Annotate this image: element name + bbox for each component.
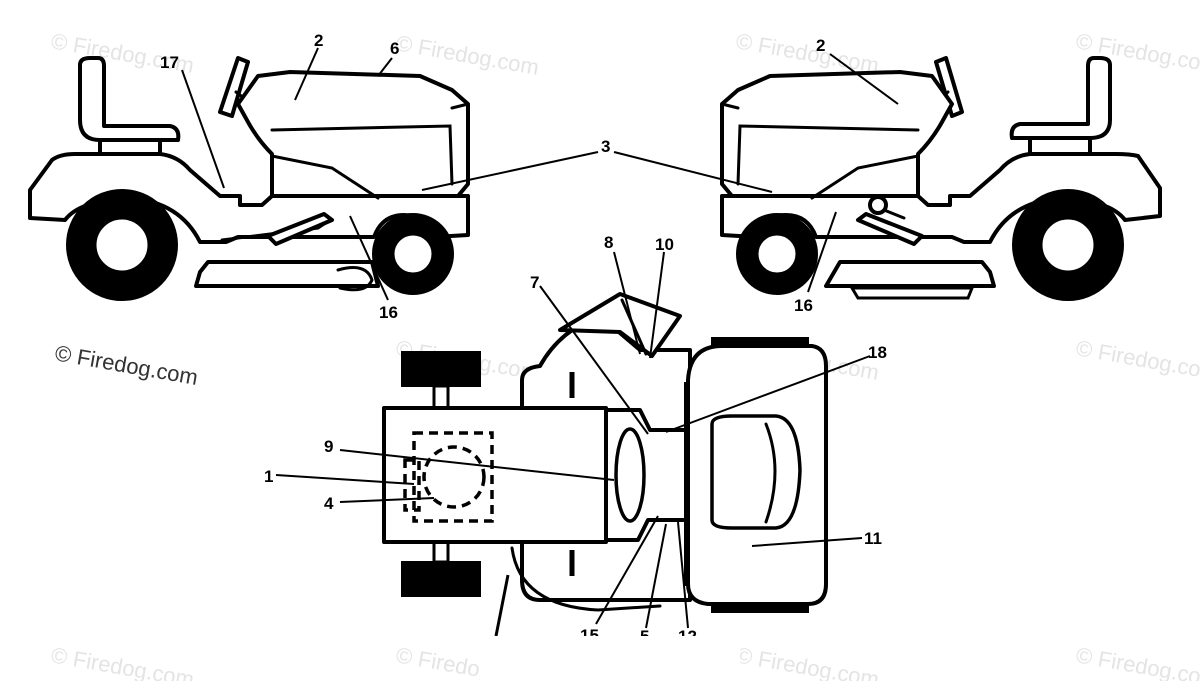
steering-wheel <box>218 56 250 118</box>
callout-8: 8 <box>604 233 613 252</box>
leader-2-left <box>294 47 319 101</box>
seat-base <box>98 138 162 156</box>
hood-crease <box>270 154 380 200</box>
seat-cushion-outline <box>422 445 486 509</box>
deck-chute <box>336 266 374 292</box>
watermark: © Firedog.com <box>1074 642 1200 681</box>
rear-wheel-hub <box>1039 216 1097 274</box>
leader-15 <box>595 515 659 625</box>
watermark-main: © Firedog.com <box>53 340 200 390</box>
leader-10 <box>649 251 665 359</box>
mower-deck <box>194 260 380 288</box>
callout-2-right: 2 <box>816 36 825 55</box>
bottom-crop-band <box>480 636 740 681</box>
rear-axle-stub <box>432 384 450 410</box>
seat-bracket-outline <box>403 458 421 512</box>
leader-5 <box>645 523 667 629</box>
seat-outline <box>412 431 494 523</box>
tractor-left-side-view: 17 2 6 16 <box>28 31 470 322</box>
foot-pedal <box>856 212 924 246</box>
callout-7: 7 <box>530 273 539 292</box>
grille-curve <box>764 422 777 524</box>
leader-6 <box>377 57 393 77</box>
discharge-chute <box>558 292 682 358</box>
grille-side <box>450 102 470 110</box>
watermark: © Firedog.com <box>394 30 541 80</box>
hood-panel-line <box>270 124 454 186</box>
leader-3-right <box>613 151 773 193</box>
callout-10: 10 <box>655 235 674 254</box>
callout-18: 18 <box>868 343 887 362</box>
callout-2-left: 2 <box>314 31 323 50</box>
rear-axle-stub <box>432 540 450 564</box>
callout-3: 3 <box>601 137 610 156</box>
callout-17: 17 <box>160 53 179 72</box>
leader-9 <box>339 449 615 481</box>
rear-tire-right <box>401 561 481 597</box>
engine-hood <box>236 70 470 198</box>
leader-16-right <box>807 211 837 293</box>
hood-grille-top <box>710 414 802 530</box>
mower-deck <box>824 260 996 288</box>
callout-3-group: 3 <box>421 137 773 193</box>
tractor-seat <box>1009 56 1112 140</box>
watermark: © Firedog.com <box>734 642 881 681</box>
leader-11 <box>751 537 863 547</box>
lift-lever <box>882 208 906 220</box>
watermark: © Firedog.com <box>49 642 196 681</box>
steering-wheel <box>934 56 964 118</box>
foot-pedal <box>266 212 334 246</box>
leader-17 <box>181 69 225 189</box>
leader-8 <box>613 251 641 355</box>
tractor-seat <box>78 56 181 142</box>
front-wheel-hub <box>755 232 799 276</box>
engine-hood <box>720 70 954 198</box>
leader-12 <box>677 521 689 629</box>
callout-1: 1 <box>264 467 273 486</box>
hood-crease <box>810 154 920 200</box>
deck-belt <box>510 546 662 612</box>
rear-tire-left <box>401 351 481 387</box>
tractor-top-view: 1 4 9 7 8 10 18 11 15 5 12 <box>264 233 887 646</box>
leader-2-right <box>829 53 899 105</box>
leader-1 <box>275 474 415 485</box>
seat-base <box>1028 136 1092 156</box>
callout-4: 4 <box>324 494 334 513</box>
leader-3-left <box>421 151 599 191</box>
hood-panel-line <box>736 124 920 186</box>
steering-hub <box>614 427 646 523</box>
lift-lever-knob <box>868 195 888 215</box>
leader-7 <box>539 285 649 435</box>
grille-side <box>720 102 740 110</box>
callout-6: 6 <box>390 39 399 58</box>
rear-wheel-hub <box>93 216 151 274</box>
callout-9: 9 <box>324 437 333 456</box>
leader-4 <box>339 497 435 503</box>
tractor-right-side-view: 2 16 <box>720 36 1162 315</box>
leader-18 <box>665 355 871 433</box>
belt-hose <box>494 574 510 637</box>
callout-11: 11 <box>864 529 882 548</box>
leader-16-left <box>349 215 389 301</box>
watermark: © Firedog.com <box>1074 335 1200 385</box>
callout-16-left: 16 <box>379 303 398 322</box>
callout-16-right: 16 <box>794 296 813 315</box>
watermark: © Firedog.com <box>734 28 881 78</box>
front-wheel-hub <box>391 232 435 276</box>
deck-chute <box>849 286 975 300</box>
